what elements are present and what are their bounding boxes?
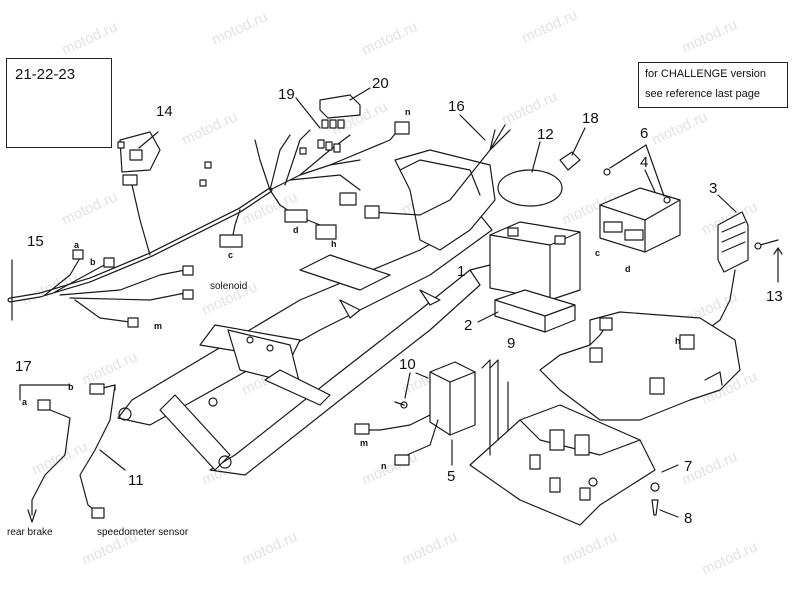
connector-m-harness: m — [154, 321, 163, 331]
callout-5: 5 — [447, 468, 456, 485]
challenge-note-box — [638, 62, 788, 108]
connector-n-module: n — [381, 461, 387, 471]
connector-d-ecu: d — [625, 264, 631, 274]
callout-15: 15 — [27, 233, 44, 250]
connector-a-sensor: a — [22, 397, 28, 407]
callout-7: 7 — [684, 458, 693, 475]
lower-tray-part — [469, 359, 656, 526]
callout-4: 4 — [640, 154, 649, 171]
relay-part — [117, 131, 161, 173]
callout-18: 18 — [582, 110, 599, 127]
connector-c-ecu: c — [595, 248, 601, 258]
inset-box — [6, 58, 112, 148]
sensor-cables — [19, 383, 126, 523]
callout-11: 11 — [128, 472, 144, 489]
speedometer-sensor-label: speedometer sensor — [97, 527, 189, 538]
connector-h-harness: h — [331, 239, 337, 249]
undertray-part — [539, 311, 741, 421]
callout-16: 16 — [448, 98, 465, 115]
solenoid-label: solenoid — [210, 281, 248, 292]
connector-h-guard: h — [675, 336, 681, 346]
callout-10: 10 — [399, 356, 416, 373]
connector-b-sensor: b — [68, 382, 74, 392]
inset-label: 21-22-23 — [15, 66, 76, 83]
callout-13: 13 — [766, 288, 783, 305]
callout-19: 19 — [278, 86, 295, 103]
battery-strap — [497, 141, 563, 207]
connector-a-harness: a — [74, 240, 80, 250]
sub-harness — [364, 114, 511, 219]
fuse-box-part — [295, 87, 371, 153]
callout-14: 14 — [156, 103, 173, 120]
challenge-note-line1: for CHALLENGE version — [645, 68, 767, 80]
callout-8: 8 — [684, 510, 693, 527]
connector-d-harness: d — [293, 225, 299, 235]
callout-12: 12 — [537, 126, 554, 143]
terminal-cap — [559, 127, 586, 171]
connector-c-harness: c — [228, 250, 234, 260]
battery-part — [469, 221, 581, 301]
connector-n-harness: n — [405, 107, 411, 117]
control-module — [354, 361, 476, 466]
screw-13 — [754, 239, 783, 283]
connector-m-module: m — [360, 438, 369, 448]
callout-6: 6 — [640, 125, 649, 142]
regulator-part — [699, 194, 749, 336]
battery-pad — [477, 289, 576, 333]
washer-screw — [650, 464, 679, 518]
rear-subframe — [117, 149, 496, 476]
callout-1: 1 — [457, 263, 466, 280]
callout-9: 9 — [507, 335, 516, 352]
callout-20: 20 — [372, 75, 389, 92]
callout-3: 3 — [709, 180, 718, 197]
ecu-part — [599, 144, 681, 253]
callout-17: 17 — [15, 358, 32, 375]
connector-b-harness: b — [90, 257, 96, 267]
callout-2: 2 — [464, 317, 473, 334]
rear-brake-label: rear brake — [7, 527, 53, 538]
challenge-note-line2: see reference last page — [645, 88, 760, 100]
main-wiring-harness — [7, 121, 410, 328]
